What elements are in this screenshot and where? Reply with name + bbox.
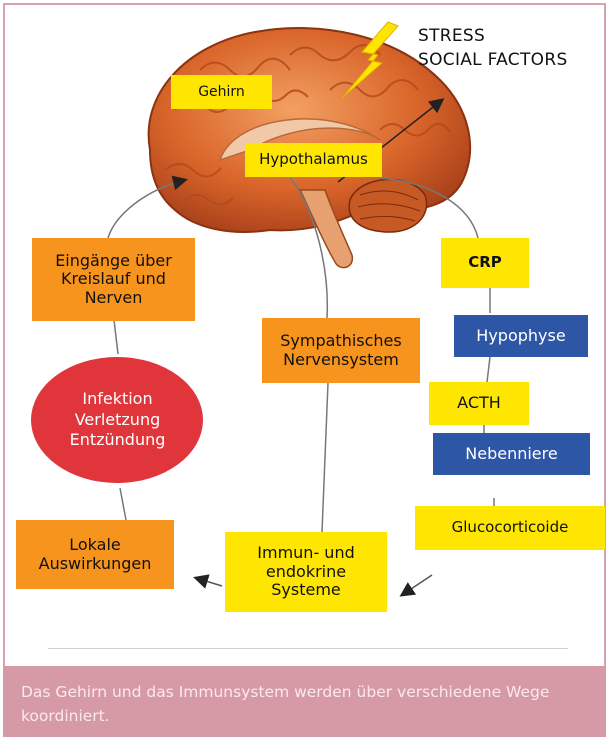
arrow-glucocorticoide-to-immun [402,575,432,595]
crp-box: CRP [441,238,529,288]
divider-line [48,648,568,649]
nebenniere-box: Nebenniere [433,433,590,475]
hypothalamus-box: Hypothalamus [245,143,382,177]
stress-label: STRESS SOCIAL FACTORS [418,24,568,72]
acth-box: ACTH [429,382,529,425]
hypophyse-box: Hypophyse [454,315,588,357]
arrow-immun-to-lokale [196,578,222,586]
lokale-box: Lokale Auswirkungen [16,520,174,589]
figure-caption: Das Gehirn und das Immunsystem werden üb… [3,666,606,737]
sympathisches-box: Sympathisches Nervensystem [262,318,420,383]
immun-box: Immun- und endokrine Systeme [225,532,387,612]
eingaenge-box: Eingänge über Kreislauf und Nerven [32,238,195,321]
gehirn-box: Gehirn [171,75,272,109]
infektion-label: Infektion Verletzung Entzündung [40,368,195,472]
glucocorticoide-box: Glucocorticoide [415,506,605,550]
